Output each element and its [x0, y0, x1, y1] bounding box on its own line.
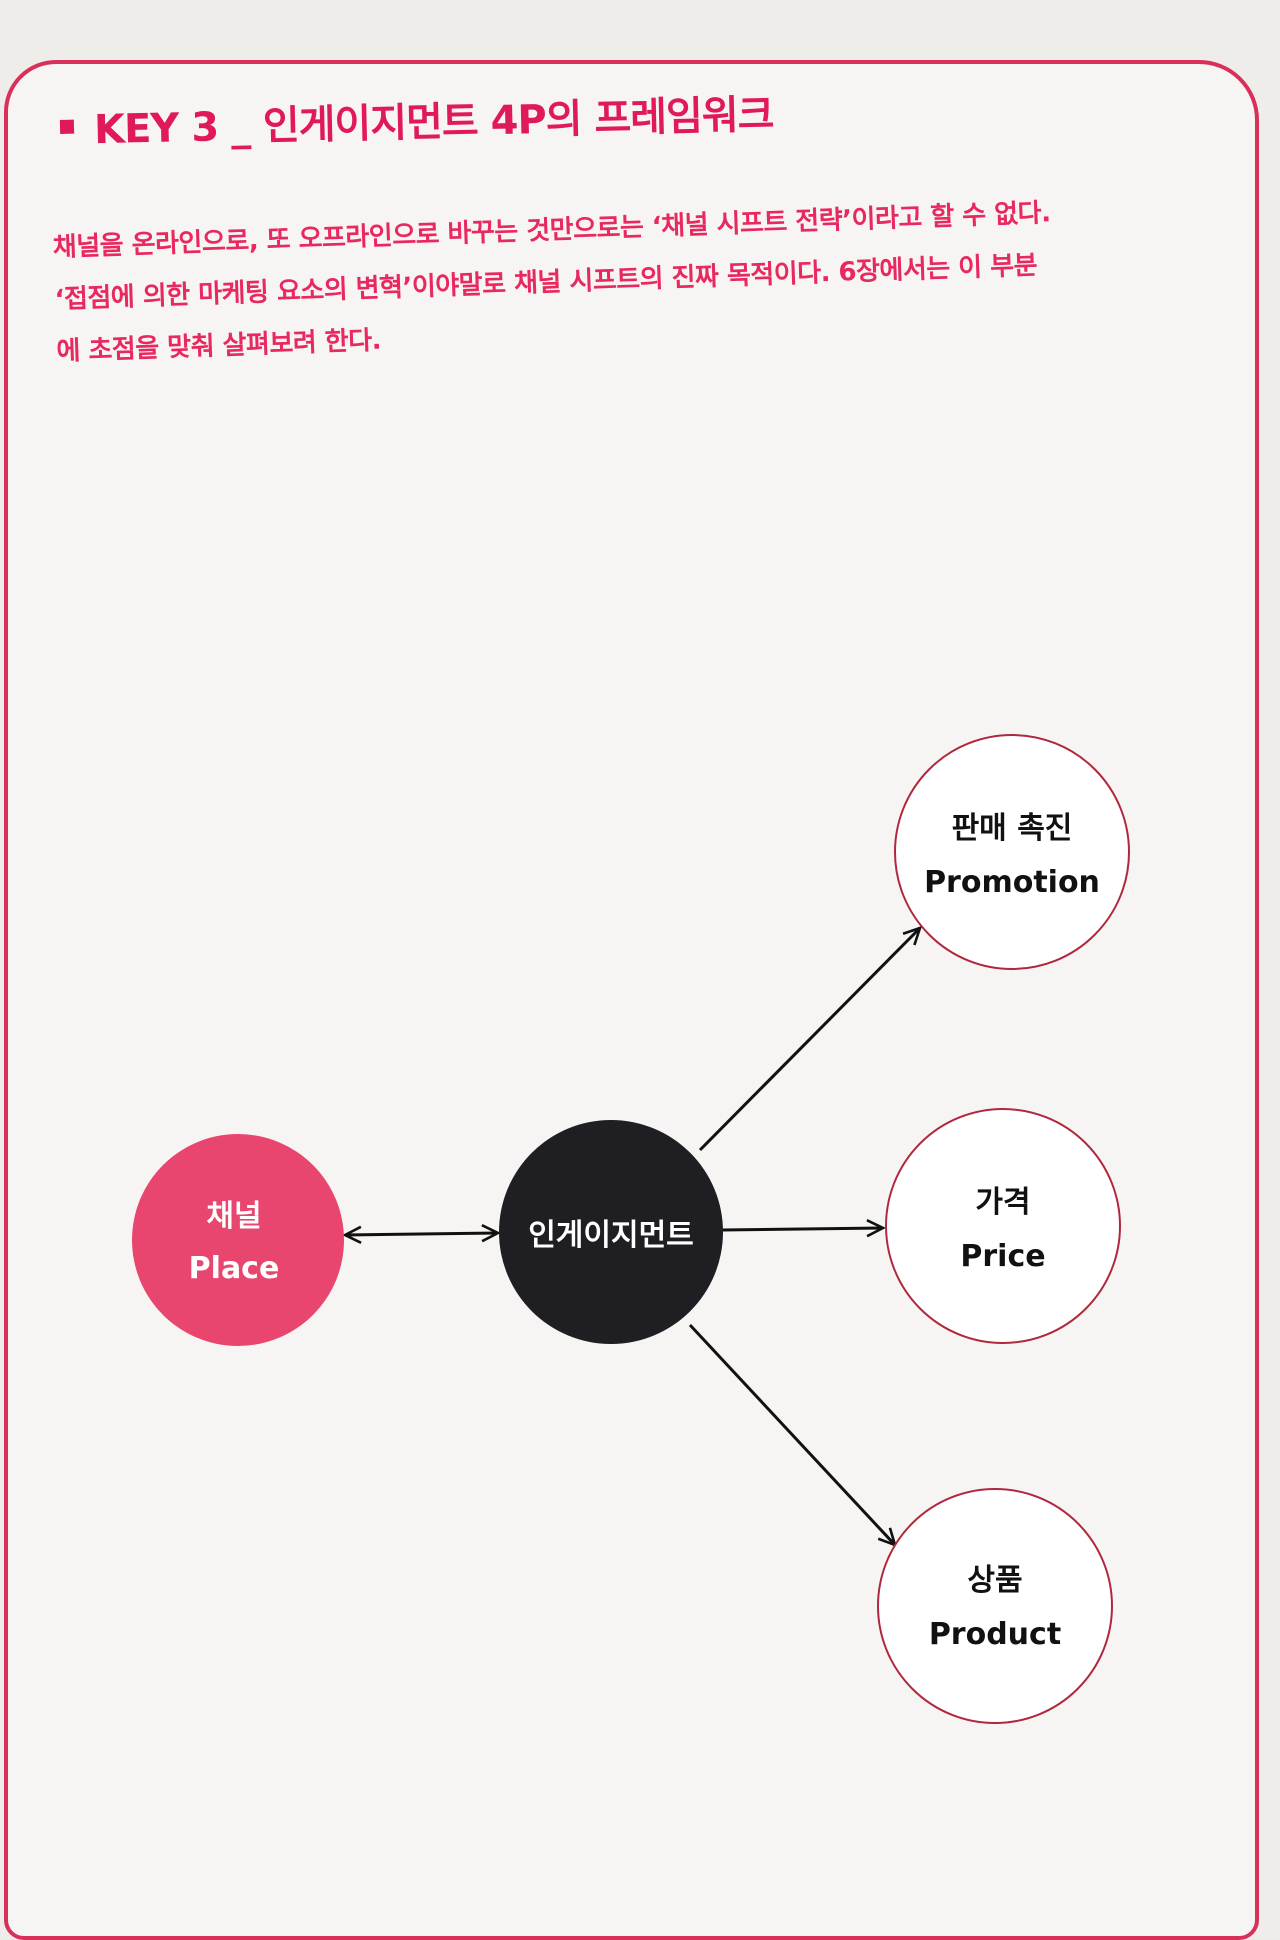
channel-node: 채널 Place: [132, 1134, 344, 1346]
product-node: 상품 Product: [877, 1488, 1113, 1724]
center-price-arrow: [721, 1228, 883, 1230]
product-label-ko: 상품: [967, 1563, 1022, 1598]
channel-label-ko: 채널: [206, 1199, 261, 1234]
price-node: 가격 Price: [885, 1108, 1121, 1344]
promotion-node: 판매 촉진 Promotion: [894, 734, 1130, 970]
promotion-label-ko: 판매 촉진: [952, 811, 1073, 846]
engagement-node: 인게이지먼트: [499, 1120, 723, 1344]
channel-center-arrow: [345, 1233, 498, 1235]
price-label-ko: 가격: [975, 1185, 1030, 1220]
engagement-label: 인게이지먼트: [528, 1218, 694, 1253]
channel-label-en: Place: [189, 1251, 280, 1286]
promotion-label-en: Promotion: [924, 865, 1100, 900]
product-label-en: Product: [929, 1617, 1061, 1652]
center-product-arrow: [688, 1323, 895, 1545]
center-promotion-arrow: [698, 928, 920, 1152]
price-label-en: Price: [960, 1239, 1045, 1274]
